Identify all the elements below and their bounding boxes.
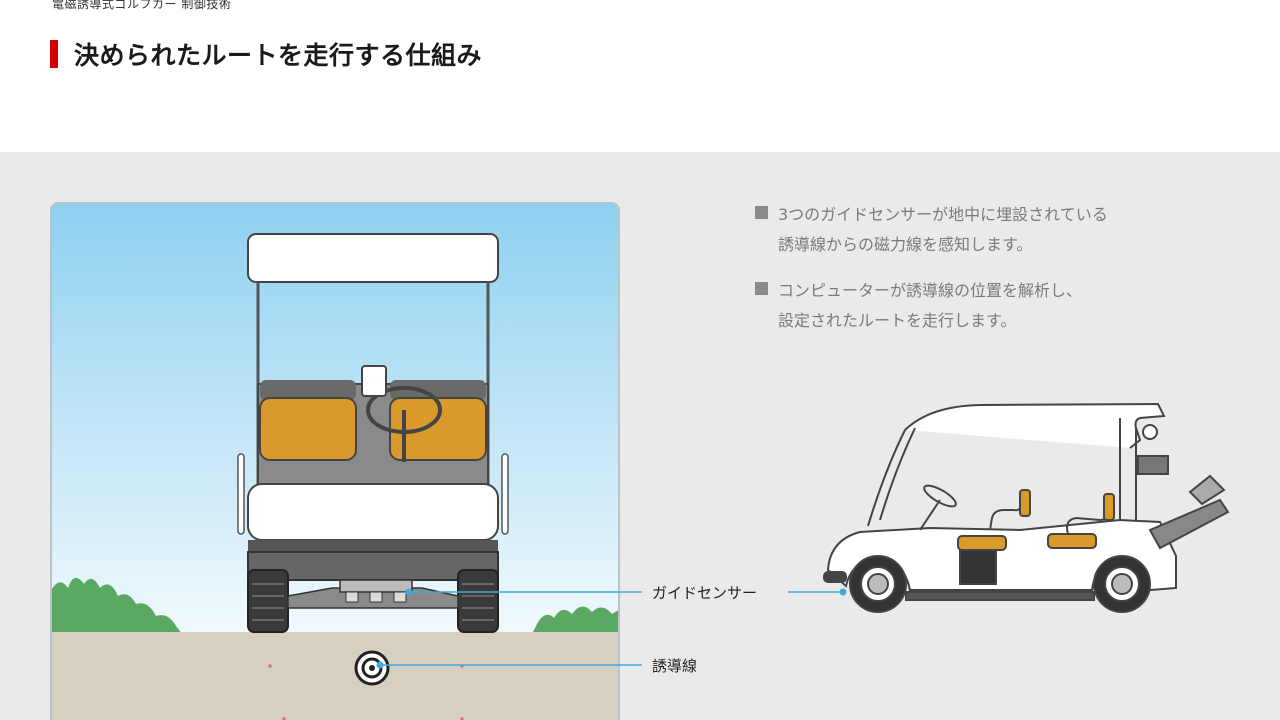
rear-view-illustration: [50, 202, 620, 720]
square-bullet-icon: [755, 206, 768, 219]
ground: [52, 632, 618, 720]
info-line: 3つのガイドセンサーが地中に埋設されている: [778, 205, 1108, 224]
title-accent-bar: [50, 40, 58, 68]
page-title: 決められたルートを走行する仕組み: [74, 41, 483, 70]
square-bullet-icon: [755, 282, 768, 295]
breadcrumb: 電磁誘導式ゴルフカー 制御技術: [52, 0, 232, 11]
induction-wire-label: 誘導線: [652, 657, 698, 675]
guide-sensor-label: ガイドセンサー: [652, 584, 758, 602]
title-block: 決められたルートを走行する仕組み: [50, 38, 482, 70]
info-list: 3つのガイドセンサーが地中に埋設されている 誘導線からの磁力線を感知します。 コ…: [755, 200, 1235, 352]
info-item: コンピューターが誘導線の位置を解析し、 設定されたルートを走行します。: [755, 276, 1235, 336]
bush-right: [532, 606, 618, 634]
seat-left: [259, 397, 357, 461]
info-line: 誘導線からの磁力線を感知します。: [778, 235, 1033, 254]
info-line: 設定されたルートを走行します。: [778, 311, 1017, 330]
header-section: 電磁誘導式ゴルフカー 制御技術 決められたルートを走行する仕組み: [0, 0, 1280, 152]
cart-roof: [247, 233, 499, 283]
side-view-cart: [823, 402, 1230, 613]
info-item: 3つのガイドセンサーが地中に埋設されている 誘導線からの磁力線を感知します。: [755, 200, 1235, 260]
rear-view-svg: [52, 204, 618, 720]
bush-left: [52, 577, 182, 634]
info-line: コンピューターが誘導線の位置を解析し、: [778, 281, 1083, 300]
